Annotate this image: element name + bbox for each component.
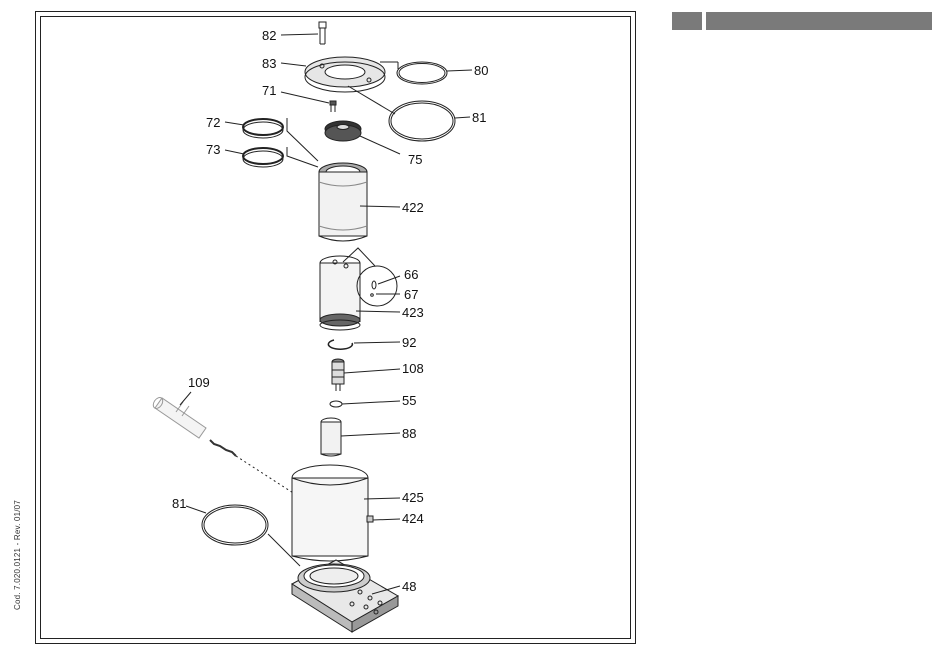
label-72: 72 bbox=[206, 115, 220, 130]
part-92-circlip bbox=[328, 340, 352, 349]
label-67: 67 bbox=[404, 287, 418, 302]
guide-72 bbox=[287, 118, 318, 161]
part-81-top-oring bbox=[389, 101, 455, 141]
label-75: 75 bbox=[408, 152, 422, 167]
part-108-valve bbox=[332, 359, 344, 391]
label-92: 92 bbox=[402, 335, 416, 350]
leader-423 bbox=[356, 311, 400, 312]
part-422-cylinder bbox=[319, 163, 367, 241]
part-81-bottom-oring bbox=[202, 505, 268, 545]
label-48: 48 bbox=[402, 579, 416, 594]
part-73-ring bbox=[243, 148, 283, 167]
leader-92 bbox=[354, 342, 400, 343]
leader-75 bbox=[360, 136, 400, 154]
detail-66-67 bbox=[357, 266, 397, 306]
leader-88 bbox=[341, 433, 400, 436]
label-109: 109 bbox=[188, 375, 210, 390]
leader-108 bbox=[344, 369, 400, 373]
label-71: 71 bbox=[262, 83, 276, 98]
label-66: 66 bbox=[404, 267, 418, 282]
part-55-oring bbox=[330, 401, 342, 407]
label-423: 423 bbox=[402, 305, 424, 320]
label-81-top: 81 bbox=[472, 110, 486, 125]
part-80-oring bbox=[397, 62, 447, 84]
leader-109 bbox=[180, 392, 191, 405]
label-83: 83 bbox=[262, 56, 276, 71]
label-424: 424 bbox=[402, 511, 424, 526]
label-88: 88 bbox=[402, 426, 416, 441]
part-71-screw bbox=[330, 101, 336, 112]
leader-82 bbox=[281, 34, 318, 35]
label-55: 55 bbox=[402, 393, 416, 408]
part-109-fitting bbox=[151, 396, 206, 438]
leader-83 bbox=[281, 63, 306, 66]
leader-73 bbox=[225, 150, 244, 154]
part-82-screw bbox=[319, 22, 326, 44]
part-72-ring bbox=[243, 119, 283, 138]
part-423-piston bbox=[320, 256, 360, 330]
part-109-link bbox=[210, 440, 236, 456]
leader-425 bbox=[364, 498, 400, 499]
label-73: 73 bbox=[206, 142, 220, 157]
leader-71 bbox=[281, 92, 329, 103]
part-48-base bbox=[292, 560, 398, 632]
label-422: 422 bbox=[402, 200, 424, 215]
part-88-sleeve bbox=[321, 418, 341, 456]
leader-424 bbox=[373, 519, 400, 520]
leader-72 bbox=[225, 122, 244, 125]
part-83-flange bbox=[305, 57, 385, 92]
label-108: 108 bbox=[402, 361, 424, 376]
leader-81-top bbox=[455, 117, 470, 118]
label-80: 80 bbox=[474, 63, 488, 78]
part-425-tank bbox=[292, 465, 373, 561]
part-75-piston-head bbox=[325, 121, 361, 141]
leader-80 bbox=[447, 70, 472, 71]
leader-81-bottom bbox=[186, 506, 206, 513]
label-82: 82 bbox=[262, 28, 276, 43]
leader-55 bbox=[342, 401, 400, 404]
leader-81-top-guide bbox=[348, 86, 395, 114]
label-425: 425 bbox=[402, 490, 424, 505]
label-81-bottom: 81 bbox=[172, 496, 186, 511]
